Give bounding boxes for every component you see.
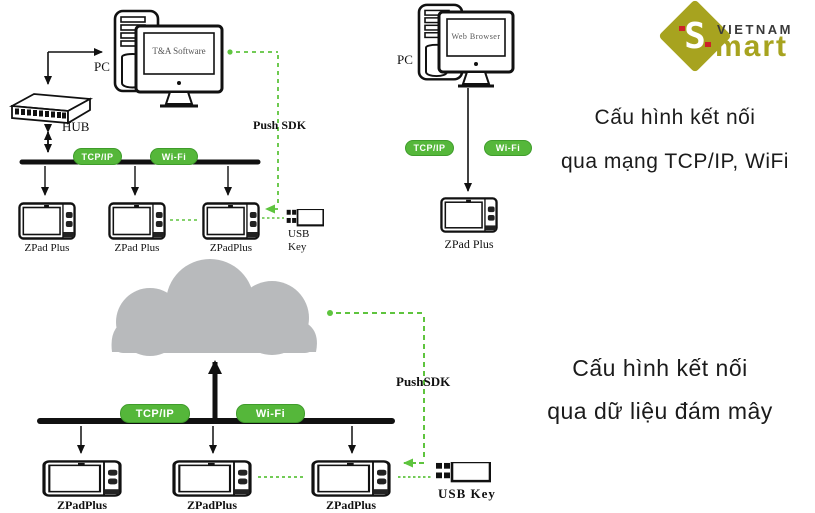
topright-monitor-icon	[437, 10, 515, 88]
hub-icon	[8, 93, 94, 125]
logo-red-accent	[705, 42, 711, 47]
logo-brand-top: VIETNAM	[717, 22, 793, 37]
zpad-device-icon	[42, 460, 122, 497]
topleft-monitor-icon	[134, 24, 224, 108]
topright-pc-label: PC	[397, 52, 413, 67]
topleft-wifi-badge: Wi-Fi	[150, 148, 198, 165]
usb-key-icon	[435, 462, 491, 483]
bottom-wifi-badge: Wi-Fi	[236, 404, 305, 423]
topleft-pc-label: PC	[94, 59, 110, 74]
zpad-label: ZPad Plus	[114, 242, 160, 254]
topleft-monitor-text: T&A Software	[152, 46, 206, 56]
bottom-tcpip-badge: TCP/IP	[120, 404, 190, 423]
bottom-usb-key-label: USB Key	[438, 486, 496, 501]
zpad-device-icon	[440, 197, 498, 233]
zpad-label: ZPadPlus	[325, 498, 376, 512]
topleft-push-sdk-label: Push SDK	[253, 118, 307, 132]
topright-monitor-text: Web Browser	[451, 32, 501, 41]
zpad-label: ZPadPlus	[56, 498, 107, 512]
logo-s-monogram: S	[684, 15, 706, 57]
zpad-label: ZPadPlus	[186, 498, 237, 512]
zpad-device-icon	[172, 460, 252, 497]
usb-key-icon	[286, 209, 324, 227]
zpad-label: ZPad Plus	[24, 242, 70, 254]
cloud-icon	[111, 259, 317, 356]
zpad-device-icon	[202, 202, 260, 240]
caption-bottom-line2: qua dữ liệu đám mây	[547, 398, 773, 424]
topleft-usb-key-label-line1: USB	[288, 228, 310, 240]
logo-brand-bottom: mart	[715, 30, 789, 63]
topleft-usb-key-label-line2: Key	[288, 241, 307, 253]
topright-tcpip-badge: TCP/IP	[405, 140, 454, 156]
topleft-tcpip-badge: TCP/IP	[73, 148, 122, 165]
caption-top-line1: Cấu hình kết nối	[594, 106, 756, 129]
zpad-label: ZPadPlus	[209, 242, 253, 254]
bottom-push-sdk-label: PushSDK	[396, 374, 451, 389]
vietnam-smart-logo: S VIETNAM mart	[655, 0, 815, 86]
zpad-device-icon	[18, 202, 76, 240]
topright-wifi-badge: Wi-Fi	[484, 140, 532, 156]
zpad-device-icon	[108, 202, 166, 240]
logo-red-accent	[679, 26, 685, 31]
zpad-label: ZPad Plus	[444, 237, 494, 251]
zpad-device-icon	[311, 460, 391, 497]
caption-bottom-line1: Cấu hình kết nối	[572, 355, 748, 381]
caption-top-line2: qua mạng TCP/IP, WiFi	[561, 150, 789, 173]
hub-label: HUB	[62, 119, 90, 134]
